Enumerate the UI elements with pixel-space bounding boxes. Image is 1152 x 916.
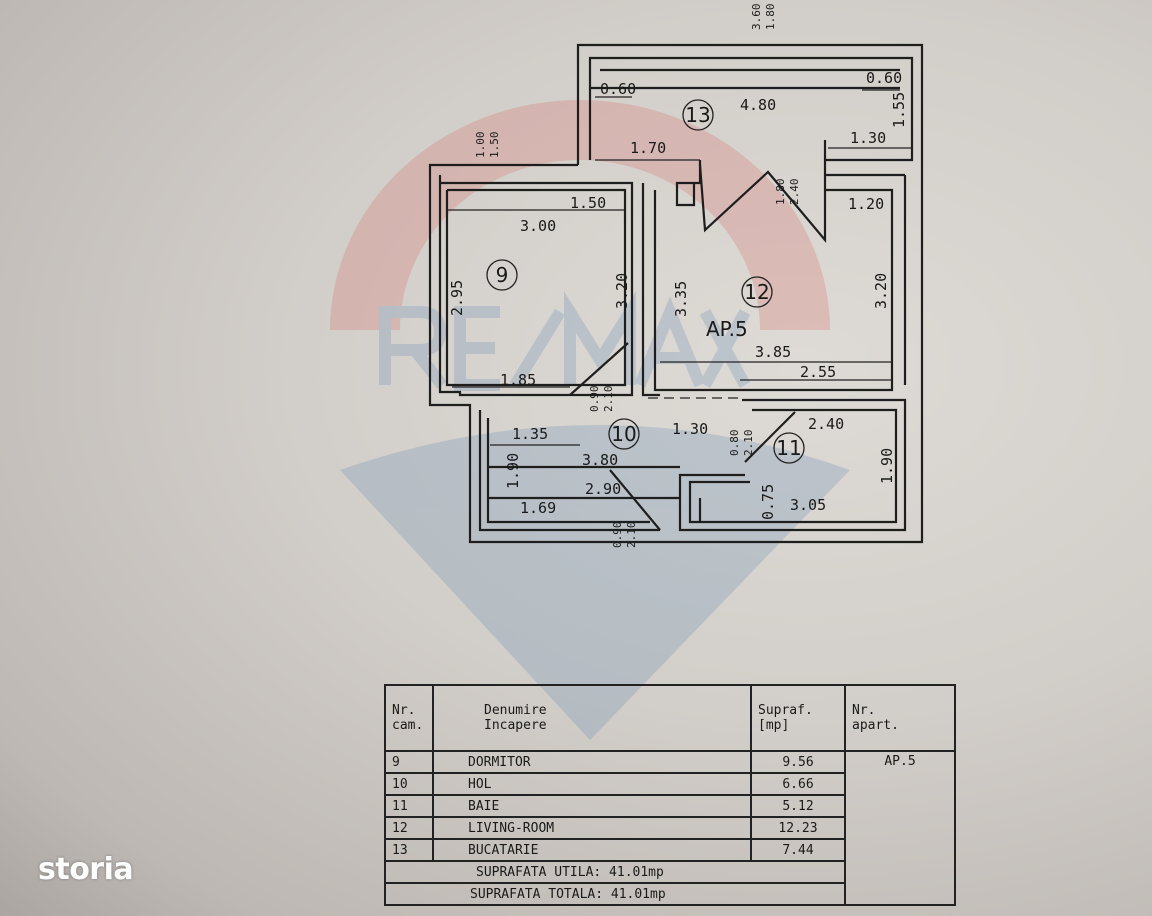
header-apt: Nr. apart. <box>844 684 956 752</box>
dim: 0.75 <box>759 484 777 520</box>
dim: 1.55 <box>890 92 908 128</box>
dim: 3.35 <box>672 281 690 317</box>
dim: 3.00 <box>520 217 556 235</box>
dim: 2.95 <box>448 280 466 316</box>
room-number: 9 <box>496 263 509 287</box>
dim: 1.90 <box>878 448 896 484</box>
apartment-label: AP.5 <box>706 317 748 341</box>
room-name: LIVING-ROOM <box>432 816 752 840</box>
room-markers: 13 9 12 10 11 <box>486 99 805 464</box>
room-number: 11 <box>776 436 801 460</box>
opening-width: 0.80 <box>728 430 741 457</box>
room-nr: 13 <box>384 838 434 862</box>
dim: 0.60 <box>866 69 902 87</box>
header-nr: Nr. cam. <box>384 684 434 752</box>
dim: 1.30 <box>672 420 708 438</box>
room-nr: 11 <box>384 794 434 818</box>
room-number: 13 <box>685 103 710 127</box>
opening-height: 2.10 <box>602 386 615 413</box>
opening-height: 1.80 <box>764 4 777 31</box>
useful-area: SUPRAFATA UTILA: 41.01mp <box>384 860 846 884</box>
table-row: 9 DORMITOR 9.56 AP.5 <box>384 750 956 906</box>
dim: 3.85 <box>755 343 791 361</box>
room-number: 10 <box>611 422 636 446</box>
dim: 3.20 <box>613 273 631 309</box>
header-name: Denumire Incapere <box>432 684 752 752</box>
room-name: BAIE <box>432 794 752 818</box>
room-nr: 12 <box>384 816 434 840</box>
dimension-lines <box>447 89 912 446</box>
opening-width: 0.90 <box>588 386 601 413</box>
room-name: HOL <box>432 772 752 796</box>
room-number: 12 <box>744 280 769 304</box>
storia-logo: storia <box>38 852 134 887</box>
opening-height: 2.10 <box>625 522 638 549</box>
room-name: BUCATARIE <box>432 838 752 862</box>
dim: 1.35 <box>512 425 548 443</box>
opening-height: 2.40 <box>788 179 801 206</box>
opening-height: 1.50 <box>488 132 501 159</box>
dim: 3.20 <box>872 273 890 309</box>
opening-width: 1.80 <box>774 179 787 206</box>
dim: 0.60 <box>600 80 636 98</box>
opening-height: 2.10 <box>742 430 755 457</box>
room-nr: 9 <box>384 750 434 774</box>
dim: 1.50 <box>570 194 606 212</box>
room-area: 12.23 <box>750 816 846 840</box>
remax-watermark <box>330 100 850 740</box>
dim: 3.80 <box>582 451 618 469</box>
opening-width: 0.90 <box>611 522 624 549</box>
dim: 1.20 <box>848 195 884 213</box>
dimension-labels: 0.60 0.60 4.80 1.55 1.70 1.30 1.20 1.50 … <box>448 69 908 520</box>
dim: 1.90 <box>504 453 522 489</box>
dim: 2.40 <box>808 415 844 433</box>
room-area: 6.66 <box>750 772 846 796</box>
dim: 2.90 <box>585 480 621 498</box>
opening-width: 3.60 <box>750 4 763 31</box>
total-area: SUPRAFATA TOTALA: 41.01mp <box>384 882 846 906</box>
room-nr: 10 <box>384 772 434 796</box>
dim: 1.69 <box>520 499 556 517</box>
room-area-table: Nr. cam. Denumire Incapere Supraf. [mp] … <box>384 684 956 906</box>
header-area: Supraf. [mp] <box>750 684 846 752</box>
dim: 1.70 <box>630 139 666 157</box>
dim: 1.85 <box>500 371 536 389</box>
dim: 1.30 <box>850 129 886 147</box>
room-area: 7.44 <box>750 838 846 862</box>
apartment-number: AP.5 <box>844 750 956 906</box>
dim: 2.55 <box>800 363 836 381</box>
dim: 3.05 <box>790 496 826 514</box>
room-area: 9.56 <box>750 750 846 774</box>
room-area: 5.12 <box>750 794 846 818</box>
room-name: DORMITOR <box>432 750 752 774</box>
opening-width: 1.00 <box>474 132 487 159</box>
walls <box>428 43 924 544</box>
dim: 4.80 <box>740 96 776 114</box>
